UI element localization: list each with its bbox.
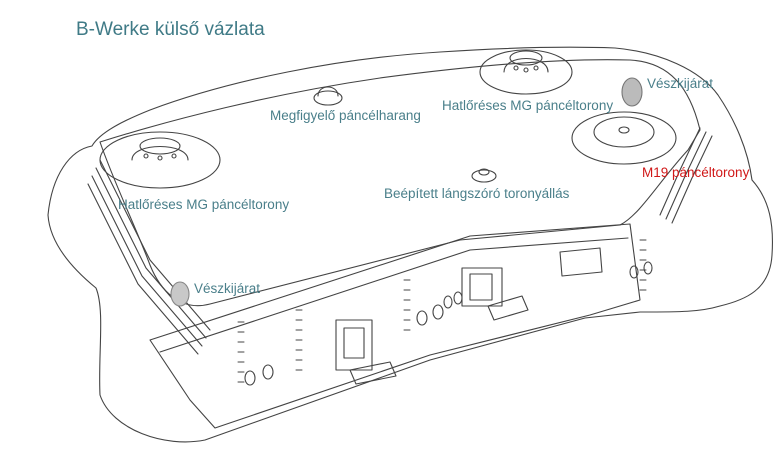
front-wall <box>149 223 641 429</box>
label-observation-bell: Megfigyelő páncélharang <box>270 108 421 123</box>
label-mg-turret-rear: Hatlőréses MG páncéltorony <box>442 98 614 113</box>
m19-turret <box>571 111 677 165</box>
emergency-exit-rear <box>621 77 643 107</box>
roof-slab <box>99 59 701 307</box>
label-mg-turret-left: Hatlőréses MG páncéltorony <box>118 197 290 212</box>
mg-turret-rear <box>479 49 573 95</box>
label-flamethrower-position: Beépített lángszóró toronyállás <box>384 186 570 201</box>
label-m19-turret: M19 páncéltorony <box>642 165 750 180</box>
label-emergency-exit-left: Vészkijárat <box>194 281 261 296</box>
flamethrower-position <box>471 168 497 183</box>
mg-turret-left <box>99 131 221 189</box>
observation-bell <box>313 86 343 106</box>
bunker-outline <box>47 46 773 443</box>
diagram-title: B-Werke külső vázlata <box>76 19 265 40</box>
emergency-exit-left <box>170 281 190 307</box>
entrance-door <box>335 319 373 371</box>
label-emergency-exit-rear: Vészkijárat <box>647 76 714 91</box>
